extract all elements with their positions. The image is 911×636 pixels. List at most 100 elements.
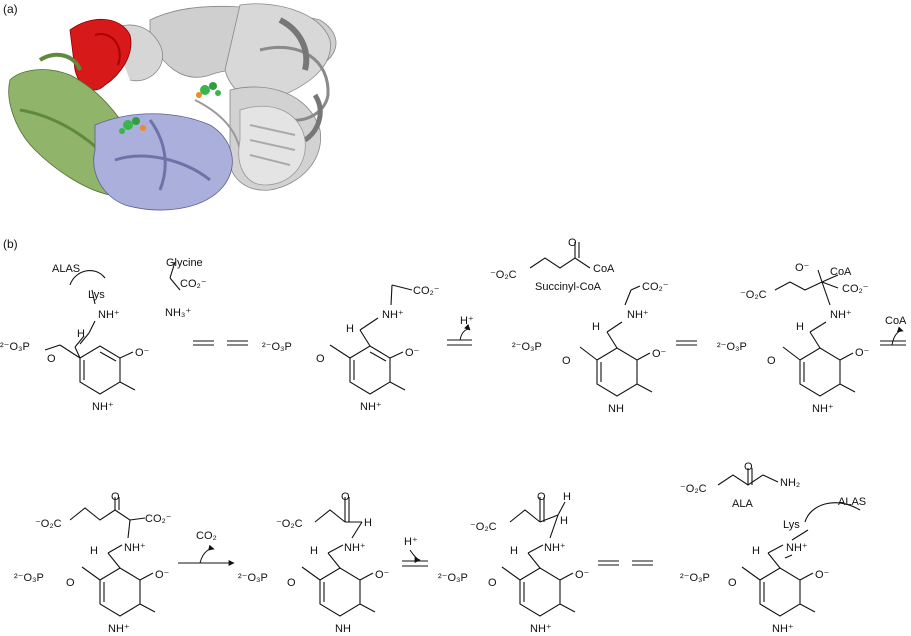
h-label-7a: H: [560, 515, 568, 527]
enzyme-arc-1: [69, 269, 106, 286]
o-label-2: O: [316, 353, 325, 365]
decarboxylation-arrow: CO₂: [178, 530, 235, 566]
co2-release-label: CO₂: [196, 530, 217, 542]
o2c-label-8: ⁻O₂C: [680, 483, 707, 495]
o-label-1: O: [47, 353, 56, 365]
right-beta-sheet-ribbon: [238, 105, 306, 186]
o-label-7: O: [488, 577, 497, 589]
nh-plus-label-4: NH⁺: [830, 309, 852, 321]
h-label-7b: H: [563, 491, 571, 503]
o2c-label-1: ⁻O₂C: [490, 269, 517, 281]
ring-nh-plus-label-5: NH⁺: [108, 623, 130, 635]
glycine-label: Glycine: [166, 257, 203, 269]
ring-nh-plus-label-2: NH⁺: [360, 401, 382, 413]
lys-label-2: Lys: [783, 519, 800, 531]
o-minus-label-1: O⁻: [135, 347, 150, 359]
panel-a-label: (a): [3, 2, 18, 16]
co2-label-5: CO₂⁻: [145, 513, 172, 525]
o-minus-label-2: O⁻: [405, 347, 420, 359]
o2c-label-7: ⁻O₂C: [470, 521, 497, 533]
ala-keto-o-label: O: [744, 461, 753, 473]
coa-label-4: CoA: [830, 266, 852, 278]
o-label-5: O: [66, 577, 75, 589]
nh-plus-label-5: NH⁺: [124, 542, 146, 554]
o-minus-label-7: O⁻: [575, 569, 590, 581]
o-label-3: O: [562, 355, 571, 367]
ring-nh-plus-label-8: NH⁺: [772, 623, 794, 635]
h-label-1: H: [77, 328, 85, 340]
protonation-arrow: H⁺: [402, 536, 428, 567]
panel-b-label: (b): [3, 237, 18, 251]
ring-nh-plus-label-4: NH⁺: [812, 403, 834, 415]
keto-o-label-6: O: [341, 491, 350, 503]
succinyl-o-label: O: [568, 237, 577, 249]
lys-label-1: Lys: [88, 289, 105, 301]
o-minus-label-8: O⁻: [815, 569, 830, 581]
ring-nh-plus-label-1: NH⁺: [92, 401, 114, 413]
h-label-2: H: [346, 323, 354, 335]
o-minus-label-4a: O⁻: [795, 262, 810, 274]
nh-plus-label-6: NH⁺: [344, 542, 366, 554]
structure-2-external-aldimine: NH⁺ H CO₂⁻ O⁻ ²⁻O₃P O NH⁺: [262, 284, 440, 413]
equilibrium-arrows-1: [193, 340, 248, 346]
keto-o-label-7: O: [537, 491, 546, 503]
phosphate-label-8: ²⁻O₃P: [680, 572, 710, 584]
structure-3-quinonoid: O ⁻O₂C CoA Succinyl-CoA CO₂⁻ NH⁺ H O⁻ ²⁻…: [490, 237, 669, 415]
phosphate-label-1: ²⁻O₃P: [0, 341, 30, 353]
h-label-3: H: [592, 321, 600, 333]
keto-o-label-5: O: [111, 491, 120, 503]
alas-label-2: ALAS: [838, 496, 866, 508]
phosphate-label-6: ²⁻O₃P: [238, 572, 268, 584]
o2c-label-6: ⁻O₂C: [276, 518, 303, 530]
phosphate-label-5: ²⁻O₃P: [14, 572, 44, 584]
h-label-6a: H: [364, 517, 372, 529]
glycine-nh3-label: NH₃⁺: [165, 307, 191, 319]
coa-release-arrow: CoA: [880, 315, 907, 346]
succinyl-coa-label: Succinyl-CoA: [535, 281, 602, 293]
h-label-7: H: [510, 545, 518, 557]
phosphate-label-2: ²⁻O₃P: [262, 341, 292, 353]
o-minus-label-6: O⁻: [375, 569, 390, 581]
h-label-5: H: [90, 545, 98, 557]
structure-8-ala-release: O ⁻O₂C NH₂ ALA ALAS Lys NH⁺ H O⁻ ²⁻O₃P O…: [680, 461, 866, 635]
alas-label-1: ALAS: [52, 263, 80, 275]
h-label-4: H: [796, 321, 804, 333]
co2-label-4: CO₂⁻: [842, 283, 869, 295]
nh-plus-label-2: NH⁺: [382, 309, 404, 321]
ring-nh-label-6: NH: [335, 623, 351, 635]
coa-label-1: CoA: [593, 263, 615, 275]
lavender-domain-ribbon: [93, 113, 233, 211]
structure-4-tetrahedral-intermediate: O⁻ CoA ⁻O₂C CO₂⁻ NH⁺ H O⁻ ²⁻O₃P O NH⁺: [717, 262, 870, 415]
h-plus-label-1: H⁺: [460, 315, 474, 327]
ring-nh-label-3: NH: [608, 403, 624, 415]
o-label-6: O: [287, 577, 296, 589]
structure-5-beta-keto-aldimine: O ⁻O₂C CO₂⁻ NH⁺ H O⁻ ²⁻O₃P O NH⁺: [14, 491, 172, 635]
phosphate-label-7: ²⁻O₃P: [438, 572, 468, 584]
co2-label-2: CO₂⁻: [413, 285, 440, 297]
o-label-8: O: [728, 577, 737, 589]
h-plus-label-2: H⁺: [404, 536, 418, 548]
o-minus-label-5: O⁻: [155, 569, 170, 581]
o-minus-label-3: O⁻: [652, 348, 667, 360]
nh-plus-label-7: NH⁺: [544, 542, 566, 554]
h-label-8: H: [752, 545, 760, 557]
red-domain-ribbon: [69, 18, 132, 91]
o-label-4: O: [767, 355, 776, 367]
pyridoxal-ligand-upper: [196, 82, 221, 98]
structure-7-external-aldimine-ala: O ⁻O₂C H H NH⁺ H O⁻ ²⁻O₃P O NH⁺: [438, 491, 590, 635]
nh-plus-label-3: NH⁺: [627, 309, 649, 321]
structure-1-internal-aldimine: ALAS Lys NH⁺ H O⁻ ²⁻O₃P O NH⁺ Glycine CO…: [0, 257, 207, 413]
coa-release-label: CoA: [885, 315, 907, 327]
structure-6-quinonoid-2: O ⁻O₂C H NH⁺ H O⁻ ²⁻O₃P O NH: [238, 491, 390, 635]
equilibrium-arrows-3: [598, 560, 653, 566]
o-minus-label-4: O⁻: [855, 347, 870, 359]
ring-nh-plus-label-7: NH⁺: [530, 623, 552, 635]
o2c-label-5: ⁻O₂C: [35, 518, 62, 530]
phosphate-label-4: ²⁻O₃P: [717, 341, 747, 353]
equilibrium-arrows-2: [676, 340, 697, 346]
nh2-label: NH₂: [780, 477, 800, 489]
nh-plus-label-8: NH⁺: [786, 542, 808, 554]
co2-label-3: CO₂⁻: [642, 281, 669, 293]
